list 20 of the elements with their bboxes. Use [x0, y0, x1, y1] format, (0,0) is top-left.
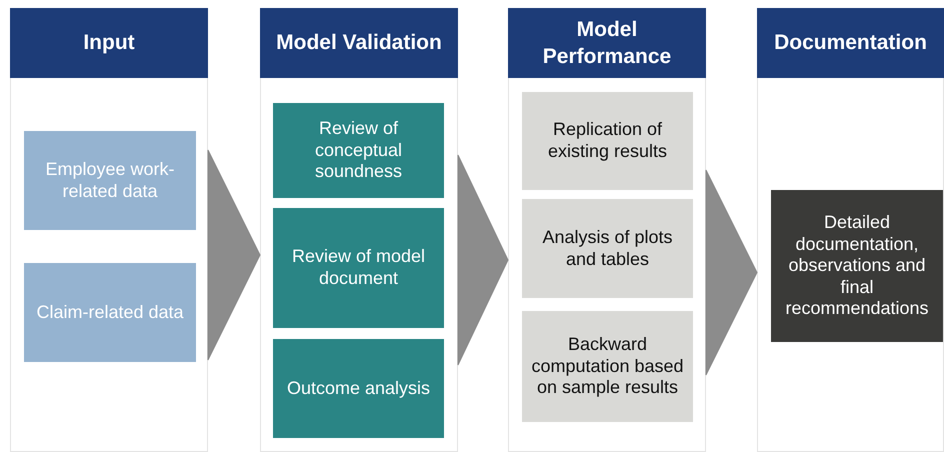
column-panel: [260, 8, 458, 452]
step-box: Review of conceptual soundness: [273, 103, 444, 198]
chevron-arrow: [458, 154, 509, 366]
step-box: Review of model document: [273, 208, 444, 328]
step-box: Analysis of plots and tables: [522, 199, 693, 298]
column-header: Model Performance: [508, 8, 706, 78]
column-panel: [10, 8, 208, 452]
column-panel: [757, 8, 944, 452]
step-box: Detailed documentation, observations and final recommendations: [771, 190, 943, 342]
step-box: Replication of existing results: [522, 92, 693, 190]
column-header: Model Validation: [260, 8, 458, 78]
column-header: Documentation: [757, 8, 944, 78]
step-box: Backward computation based on sample results: [522, 311, 693, 422]
step-box: Outcome analysis: [273, 339, 444, 438]
column-header: Input: [10, 8, 208, 78]
chevron-arrow: [706, 170, 758, 376]
step-box: Claim-related data: [24, 263, 196, 362]
step-box: Employee work-related data: [24, 131, 196, 230]
chevron-arrow: [208, 150, 261, 360]
column-panel: [508, 8, 706, 452]
